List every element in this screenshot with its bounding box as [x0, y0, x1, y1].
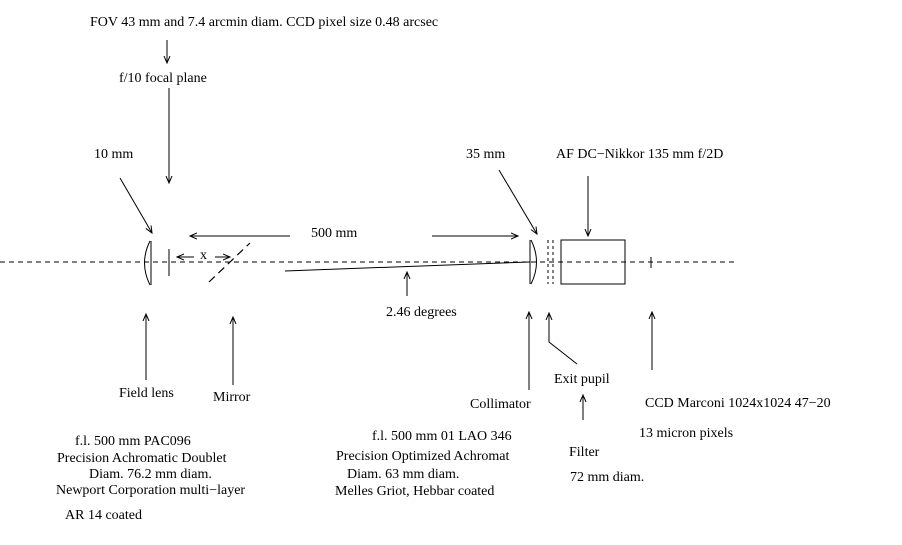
focal-plane-label: f/10 focal plane	[119, 71, 207, 86]
field-lens-label: Field lens	[119, 386, 174, 401]
field-lens-spec-line: AR 14 coated	[65, 508, 142, 523]
fov-label: FOV 43 mm and 7.4 arcmin diam. CCD pixel…	[90, 15, 439, 30]
fold-mirror	[208, 242, 251, 283]
field-lens-left-element	[144, 240, 151, 286]
filter-diam-label: 72 mm diam.	[570, 470, 645, 485]
exit-pupil-label: Exit pupil	[554, 372, 610, 387]
mirror-label: Mirror	[213, 390, 251, 405]
ten-mm-arrow	[119, 177, 152, 233]
thirtyfive-mm-label: 35 mm	[466, 147, 506, 162]
collimator-spec-line: Precision Optimized Achromat	[336, 449, 510, 464]
collimator-spec-line: f.l. 500 mm 01 LAO 346	[372, 429, 512, 444]
x-label: x	[200, 248, 207, 263]
angle-label: 2.46 degrees	[386, 305, 457, 320]
collimator-label: Collimator	[470, 397, 531, 412]
field-lens-spec-line: Newport Corporation multi−layer	[56, 483, 246, 498]
collimator-spec-line: Melles Griot, Hebbar coated	[335, 484, 495, 499]
thirtyfive-mm-arrow	[498, 169, 537, 234]
collimator-spec-line: Diam. 63 mm diam.	[347, 467, 460, 482]
field-lens-spec-line: f.l. 500 mm PAC096	[75, 434, 191, 449]
five-hundred-mm-label: 500 mm	[311, 226, 358, 241]
ten-mm-label: 10 mm	[94, 147, 134, 162]
tilted-beam	[284, 261, 531, 272]
field-lens-spec-line: Diam. 76.2 mm diam.	[89, 467, 212, 482]
camera-lens-box	[560, 239, 626, 285]
exit-pupil-arrow	[549, 313, 578, 365]
filter-label: Filter	[569, 445, 600, 460]
collimator-right-element	[530, 239, 537, 285]
ccd-pixels-label: 13 micron pixels	[639, 426, 734, 441]
nikkor-label: AF DC−Nikkor 135 mm f/2D	[556, 147, 724, 162]
ccd-label: CCD Marconi 1024x1024 47−20	[645, 396, 831, 411]
field-lens-spec-line: Precision Achromatic Doublet	[57, 451, 227, 466]
